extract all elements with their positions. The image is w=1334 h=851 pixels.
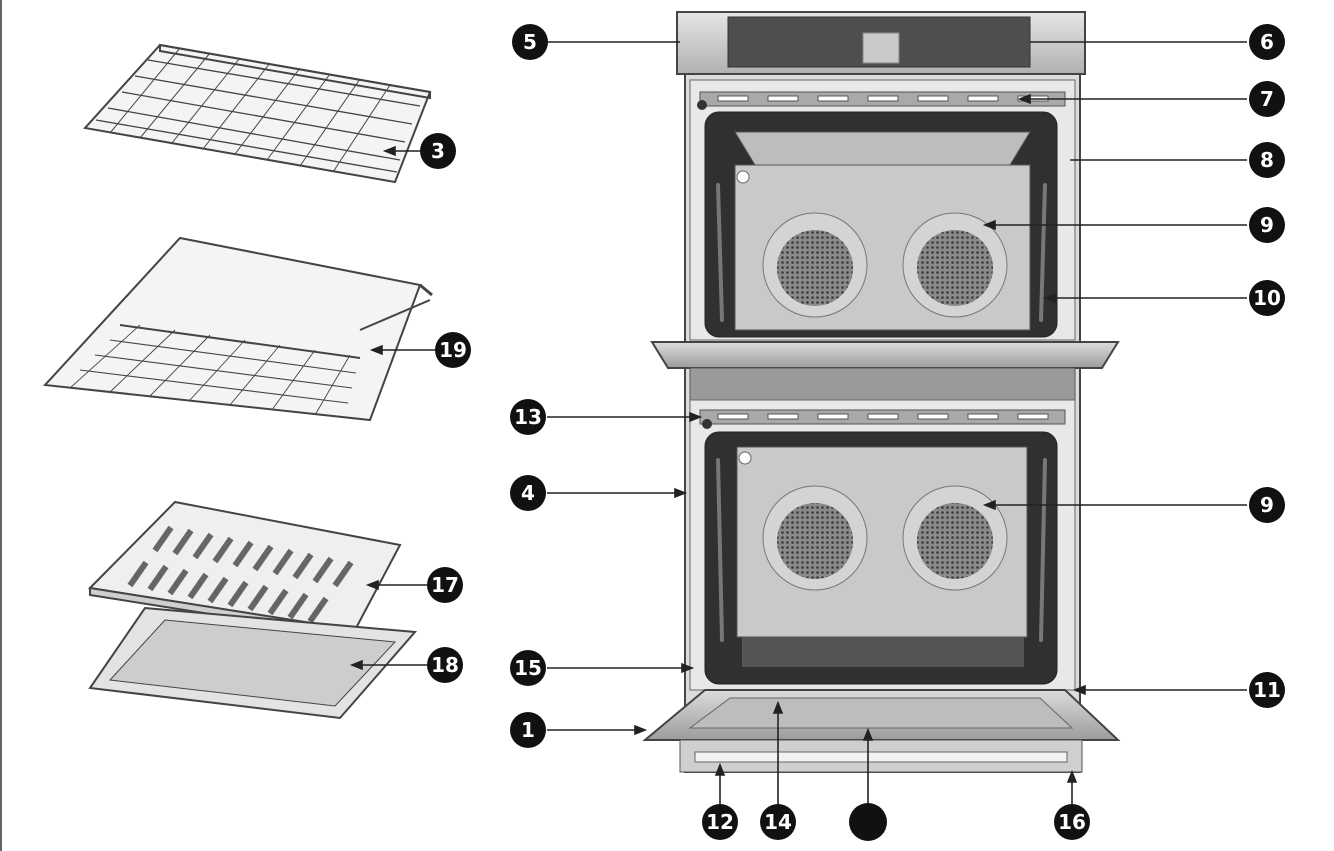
- callout-13: 13: [510, 399, 546, 435]
- bottom-vent: [694, 751, 1068, 763]
- callout-10: 10: [1249, 280, 1285, 316]
- callout-12: 12: [702, 804, 738, 840]
- callout-9-upper: 9: [1249, 207, 1285, 243]
- lower-rack-guides: [716, 458, 1047, 642]
- leader-lines: [349, 41, 1247, 815]
- touch-screen: [862, 32, 900, 64]
- upper-door-gasket-marker: [697, 100, 707, 110]
- callout-8-label: 8: [1260, 148, 1274, 172]
- callout-15: 15: [510, 650, 546, 686]
- upper-left-fan: [777, 230, 853, 306]
- callout-9-lower: 9: [1249, 487, 1285, 523]
- broil-pan-grid: [87, 500, 402, 639]
- callout-9-lower-label: 9: [1260, 493, 1274, 517]
- callout-4-label: 4: [521, 481, 535, 505]
- callout-blank: [849, 803, 887, 841]
- lower-oven-floor: [742, 637, 1024, 667]
- callout-5-label: 5: [523, 30, 537, 54]
- callout-17-label: 17: [431, 573, 459, 597]
- upper-door: [650, 341, 1120, 369]
- oven-rack: [83, 43, 432, 184]
- callout-19-label: 19: [439, 338, 467, 362]
- callout-15-label: 15: [514, 656, 542, 680]
- callout-1: 1: [510, 712, 546, 748]
- callout-14: 14: [760, 804, 796, 840]
- upper-oven-light-strip: [699, 91, 1066, 107]
- lower-oven-light: [738, 451, 752, 465]
- callout-1-label: 1: [521, 718, 535, 742]
- callout-13-label: 13: [514, 405, 542, 429]
- callout-10-label: 10: [1253, 286, 1281, 310]
- lower-oven-light-strip: [699, 409, 1066, 425]
- callout-6-label: 6: [1260, 30, 1274, 54]
- callout-16: 16: [1054, 804, 1090, 840]
- callout-3: 3: [420, 133, 456, 169]
- lower-door-glass: [688, 697, 1074, 729]
- upper-broil-element: [734, 131, 1031, 166]
- upper-door-handle-area: [689, 367, 1076, 401]
- callout-7-label: 7: [1260, 87, 1274, 111]
- broil-pan: [88, 606, 418, 720]
- callout-3-label: 3: [431, 139, 445, 163]
- callout-19: 19: [435, 332, 471, 368]
- upper-rack-guides: [716, 183, 1047, 322]
- upper-right-fan: [917, 230, 993, 306]
- callout-18: 18: [427, 647, 463, 683]
- callout-14-label: 14: [764, 810, 792, 834]
- callout-11-label: 11: [1253, 678, 1281, 702]
- callout-7: 7: [1249, 81, 1285, 117]
- callout-8: 8: [1249, 142, 1285, 178]
- callout-18-label: 18: [431, 653, 459, 677]
- gliding-rack: [42, 236, 433, 422]
- callout-11: 11: [1249, 672, 1285, 708]
- callout-16-label: 16: [1058, 810, 1086, 834]
- callout-5: 5: [512, 24, 548, 60]
- callout-12-label: 12: [706, 810, 734, 834]
- double-wall-oven: [642, 11, 1121, 773]
- callout-4: 4: [510, 475, 546, 511]
- upper-oven-light: [736, 170, 750, 184]
- callout-9-upper-label: 9: [1260, 213, 1274, 237]
- callout-17: 17: [427, 567, 463, 603]
- callout-6: 6: [1249, 24, 1285, 60]
- lower-left-fan: [777, 503, 853, 579]
- lower-door-gasket-marker: [702, 419, 712, 429]
- lower-right-fan: [917, 503, 993, 579]
